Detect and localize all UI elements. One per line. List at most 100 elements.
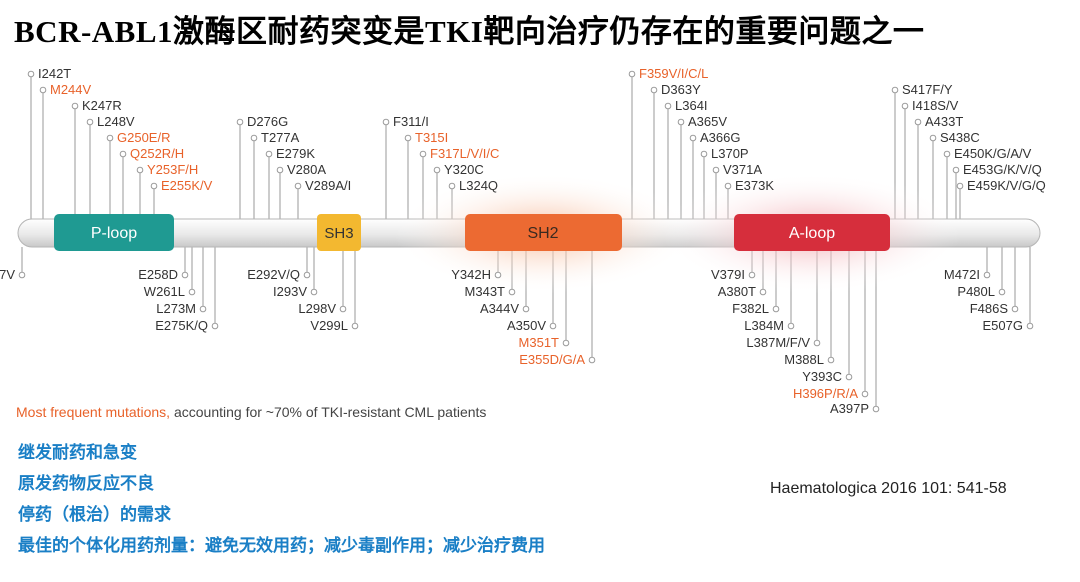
top-mutation-21-marker bbox=[677, 118, 685, 126]
bottom-mutation-13-marker bbox=[562, 339, 570, 347]
top-mutation-6-label: Y253F/H bbox=[147, 162, 198, 177]
top-mutation-27-marker bbox=[901, 102, 909, 110]
bottom-mutation-21-label: Y393C bbox=[802, 369, 842, 384]
top-mutation-26-marker bbox=[891, 86, 899, 94]
bottom-mutation-22-label: H396P/R/A bbox=[793, 386, 858, 401]
top-mutation-19-marker bbox=[650, 86, 658, 94]
top-mutation-2-label: K247R bbox=[82, 98, 122, 113]
bottom-mutation-11-label: A344V bbox=[480, 301, 519, 316]
bottom-mutation-14-marker bbox=[588, 356, 596, 364]
top-mutation-23-marker bbox=[700, 150, 708, 158]
top-mutation-5-label: Q252R/H bbox=[130, 146, 184, 161]
bottom-mutation-14-label: E355D/G/A bbox=[519, 352, 585, 367]
bottom-mutation-20-marker bbox=[827, 356, 835, 364]
domain-sh3: SH3 bbox=[317, 214, 361, 251]
top-mutation-1-marker bbox=[39, 86, 47, 94]
top-mutation-16-marker bbox=[433, 166, 441, 174]
bottom-mutation-19-label: L387M/F/V bbox=[746, 335, 810, 350]
bottom-mutation-12-marker bbox=[549, 322, 557, 330]
bottom-mutation-4-marker bbox=[211, 322, 219, 330]
top-mutation-30-label: E450K/G/A/V bbox=[954, 146, 1032, 161]
bottom-mutation-9-label: Y342H bbox=[451, 267, 491, 282]
bottom-mutation-17-marker bbox=[772, 305, 780, 313]
top-mutation-12-marker bbox=[294, 182, 302, 190]
bottom-mutation-0-label: M237V bbox=[0, 267, 15, 282]
top-mutation-24-label: V371A bbox=[723, 162, 762, 177]
bottom-mutation-7-label: L298V bbox=[298, 301, 336, 316]
top-mutation-12-label: V289A/I bbox=[305, 178, 351, 193]
caption-text: accounting for ~70% of TKI-resistant CML… bbox=[170, 404, 487, 420]
bottom-mutation-7-marker bbox=[339, 305, 347, 313]
bottom-mutation-10-label: M343T bbox=[465, 284, 506, 299]
top-mutation-7-marker bbox=[150, 182, 158, 190]
bottom-mutation-22-marker bbox=[861, 390, 869, 398]
top-mutation-17-label: L324Q bbox=[459, 178, 498, 193]
top-mutation-8-label: D276G bbox=[247, 114, 288, 129]
top-mutation-17-marker bbox=[448, 182, 456, 190]
top-mutation-25-label: E373K bbox=[735, 178, 774, 193]
top-mutation-18-marker bbox=[628, 70, 636, 78]
bottom-mutation-2-label: W261L bbox=[144, 284, 185, 299]
top-mutation-11-label: V280A bbox=[287, 162, 326, 177]
top-mutation-14-marker bbox=[404, 134, 412, 142]
top-mutation-14-label: T315I bbox=[415, 130, 448, 145]
domain-p-loop: P-loop bbox=[54, 214, 174, 251]
top-mutation-6-marker bbox=[136, 166, 144, 174]
bottom-mutation-8-label: V299L bbox=[310, 318, 348, 333]
top-mutation-18-label: F359V/I/C/L bbox=[639, 66, 708, 81]
top-mutation-10-label: E279K bbox=[276, 146, 315, 161]
bottom-mutation-16-label: A380T bbox=[718, 284, 756, 299]
bottom-mutation-26-marker bbox=[1011, 305, 1019, 313]
bottom-mutation-16-marker bbox=[759, 288, 767, 296]
bottom-mutation-5-marker bbox=[303, 271, 311, 279]
top-mutation-21-label: A365V bbox=[688, 114, 727, 129]
top-mutation-32-marker bbox=[956, 182, 964, 190]
top-mutation-15-label: F317L/V/I/C bbox=[430, 146, 499, 161]
top-mutation-20-label: L364I bbox=[675, 98, 708, 113]
top-mutation-29-marker bbox=[929, 134, 937, 142]
bottom-mutation-21-marker bbox=[845, 373, 853, 381]
page-title: BCR-ABL1激酶区耐药突变是TKI靶向治疗仍存在的重要问题之一 bbox=[14, 14, 925, 49]
bottom-mutation-18-label: L384M bbox=[744, 318, 784, 333]
top-mutation-8-marker bbox=[236, 118, 244, 126]
bullet-item: 继发耐药和急变 bbox=[18, 443, 137, 462]
bottom-mutation-5-label: E292V/Q bbox=[247, 267, 300, 282]
bottom-mutation-23-marker bbox=[872, 405, 880, 413]
top-mutation-30-marker bbox=[943, 150, 951, 158]
mutation-map-diagram: P-loop SH3 SH2 A-loop I242TM244VK247RL24… bbox=[0, 66, 1046, 416]
top-mutation-4-label: G250E/R bbox=[117, 130, 170, 145]
bottom-mutation-27-marker bbox=[1026, 322, 1034, 330]
top-mutation-10-marker bbox=[265, 150, 273, 158]
bottom-mutation-24-label: M472I bbox=[944, 267, 980, 282]
top-mutation-7-label: E255K/V bbox=[161, 178, 213, 193]
bullet-item: 最佳的个体化用药剂量：避免无效用药；减少毒副作用；减少治疗费用 bbox=[18, 536, 545, 555]
bullet-item: 原发药物反应不良 bbox=[18, 474, 154, 493]
bottom-mutation-20-label: M388L bbox=[784, 352, 824, 367]
top-mutation-31-label: E453G/K/V/Q bbox=[963, 162, 1042, 177]
top-mutation-31-marker bbox=[952, 166, 960, 174]
caption: Most frequent mutations, accounting for … bbox=[16, 404, 486, 420]
domain-label: SH3 bbox=[324, 225, 353, 242]
bottom-mutation-0-marker bbox=[18, 271, 26, 279]
caption-highlight: Most frequent mutations, bbox=[16, 404, 171, 420]
bullet-list: 继发耐药和急变 原发药物反应不良 停药（根治）的需求 最佳的个体化用药剂量：避免… bbox=[18, 437, 545, 561]
top-mutation-22-marker bbox=[689, 134, 697, 142]
top-mutation-15-marker bbox=[419, 150, 427, 158]
top-mutation-3-marker bbox=[86, 118, 94, 126]
top-mutation-27-label: I418S/V bbox=[912, 98, 959, 113]
domain-label: P-loop bbox=[91, 225, 137, 242]
domain-a-loop: A-loop bbox=[734, 214, 890, 251]
reference-citation: Haematologica 2016 101: 541-58 bbox=[770, 480, 1007, 497]
bottom-mutation-24-marker bbox=[983, 271, 991, 279]
bottom-mutation-27-label: E507G bbox=[983, 318, 1023, 333]
top-mutation-0-marker bbox=[27, 70, 35, 78]
bottom-mutation-25-marker bbox=[998, 288, 1006, 296]
bottom-mutation-2-marker bbox=[188, 288, 196, 296]
bullet-item: 停药（根治）的需求 bbox=[18, 505, 171, 524]
bottom-mutation-9-marker bbox=[494, 271, 502, 279]
bottom-mutation-23-label: A397P bbox=[830, 401, 869, 416]
top-mutation-28-label: A433T bbox=[925, 114, 963, 129]
top-mutation-23-label: L370P bbox=[711, 146, 749, 161]
domain-sh2: SH2 bbox=[465, 214, 622, 251]
bottom-mutation-17-label: F382L bbox=[732, 301, 769, 316]
